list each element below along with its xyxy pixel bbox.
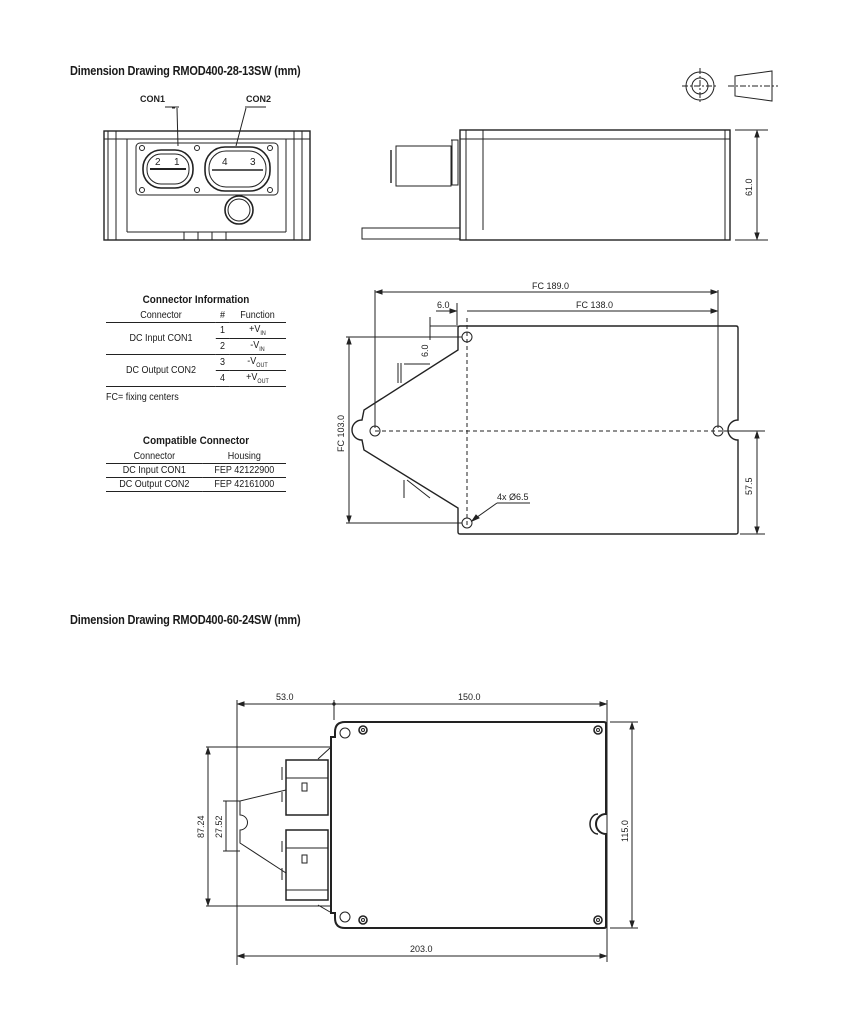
connector-info-table: Connector Information Connector # Functi… <box>106 294 286 403</box>
dim-57-5: 57.5 <box>744 477 754 495</box>
housing-cell: FEP 42122900 <box>202 463 286 478</box>
dim-150: 150.0 <box>458 692 481 702</box>
dim-fc-189: FC 189.0 <box>532 281 569 291</box>
connector-info-title: Connector Information <box>142 294 250 306</box>
dim-115: 115.0 <box>620 820 630 842</box>
dim-fc-103: FC 103.0 <box>336 415 346 452</box>
side-view <box>361 129 768 241</box>
dim-fc-138: FC 138.0 <box>576 300 613 310</box>
fn-text: +V <box>246 372 258 383</box>
connector-cell: DC Input CON1 <box>106 322 217 355</box>
con2-label: CON2 <box>246 94 271 104</box>
dim-height-61: 61.0 <box>744 178 754 196</box>
con1-label: CON1 <box>140 94 165 104</box>
top-view <box>346 289 765 535</box>
table-row: DC Output CON2 3 -VOUT <box>106 354 286 387</box>
drawing2-title: Dimension Drawing RMOD400-60-24SW (mm) <box>70 613 301 627</box>
dim-27-52: 27.52 <box>214 815 224 838</box>
pin-function: +VOUT <box>228 370 286 387</box>
fc-note: FC= fixing centers <box>106 392 179 403</box>
connector-cell: DC Output CON2 <box>106 477 203 492</box>
fn-text: +V <box>249 324 261 335</box>
table-row: DC Output CON2 FEP 42161000 <box>106 477 286 492</box>
pin-num: 4 <box>216 370 229 387</box>
compatible-connector-title: Compatible Connector <box>142 435 250 447</box>
col-function: Function <box>228 309 286 323</box>
con1-pin-1: 1 <box>174 157 180 168</box>
drawing2-view <box>205 700 638 965</box>
connector-cell: DC Output CON2 <box>106 354 217 387</box>
first-angle-projection-icon <box>682 68 778 104</box>
col-connector: Connector <box>106 309 217 323</box>
dim-offset-x: 6.0 <box>437 300 450 310</box>
table-row: 4 +VOUT <box>106 370 286 387</box>
drawing1-title: Dimension Drawing RMOD400-28-13SW (mm) <box>70 64 301 78</box>
fn-text: -V <box>250 340 260 351</box>
fn-sub: IN <box>260 331 266 337</box>
front-view <box>103 106 311 241</box>
con2-pin-4: 4 <box>222 157 228 168</box>
pin-function: -VOUT <box>228 354 286 371</box>
col-connector: Connector <box>106 450 203 464</box>
col-housing: Housing <box>202 450 286 464</box>
compatible-connector-table: Compatible Connector Connector Housing D… <box>106 435 286 492</box>
pin-function: +VIN <box>228 322 286 339</box>
con2-pin-3: 3 <box>250 157 256 168</box>
table-row: DC Input CON1 1 +VIN <box>106 322 286 355</box>
fn-sub: OUT <box>256 363 268 369</box>
fn-text: -V <box>247 356 257 367</box>
pin-num: 1 <box>216 322 229 339</box>
dim-203: 203.0 <box>410 944 433 954</box>
fn-sub: IN <box>259 347 265 353</box>
con1-pin-2: 2 <box>155 157 161 168</box>
pin-num: 3 <box>216 354 229 371</box>
col-number: # <box>216 309 229 323</box>
table-row: DC Input CON1 FEP 42122900 <box>106 463 286 478</box>
connector-cell: DC Input CON1 <box>106 463 203 478</box>
dim-87-24: 87.24 <box>196 815 206 838</box>
dim-offset-y: 6.0 <box>420 344 430 357</box>
pin-function: -VIN <box>228 338 286 355</box>
housing-cell: FEP 42161000 <box>202 477 286 492</box>
fn-sub: OUT <box>257 379 269 385</box>
dim-53: 53.0 <box>276 692 294 702</box>
hole-callout: 4x Ø6.5 <box>497 492 529 502</box>
pin-num: 2 <box>216 338 229 355</box>
table-row: 2 -VIN <box>106 338 286 355</box>
